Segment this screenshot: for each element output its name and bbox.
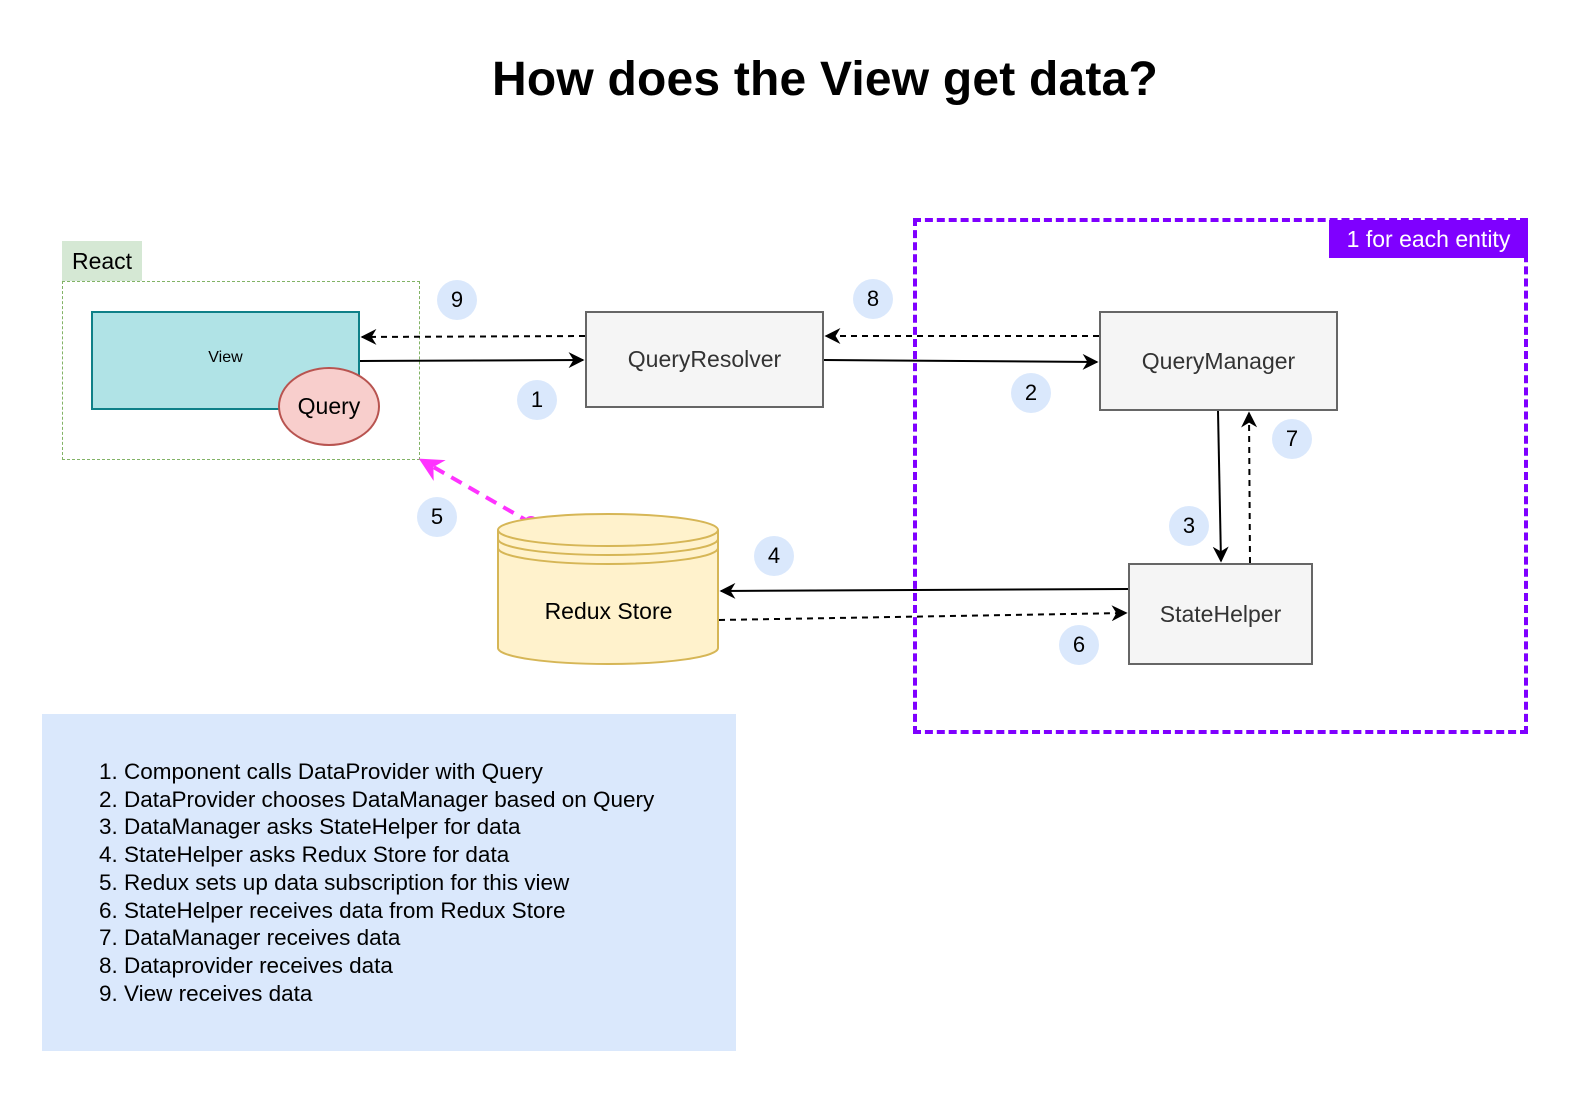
react-group-label: React [62,241,142,281]
step-badge-4: 4 [754,536,794,576]
query-manager-node: QueryManager [1099,311,1338,411]
arrow-step-9 [360,328,586,345]
step-badge-8: 8 [853,279,893,319]
arrow-step-7 [1241,411,1258,564]
step-badge-6: 6 [1059,625,1099,665]
step-badge-1: 1 [517,380,557,420]
steps-list-item: DataManager receives data [124,924,654,952]
arrow-step-2 [823,353,1099,370]
react-group [62,281,420,460]
steps-list-item: StateHelper receives data from Redux Sto… [124,897,654,925]
steps-list-item: DataProvider chooses DataManager based o… [124,786,654,814]
state-helper-node: StateHelper [1128,563,1313,665]
step-badge-7: 7 [1272,419,1312,459]
steps-list-item: Dataprovider receives data [124,952,654,980]
arrow-step-6 [718,605,1128,622]
steps-list-item: Component calls DataProvider with Query [124,758,654,786]
steps-list-item: View receives data [124,980,654,1008]
steps-legend: Component calls DataProvider with Query … [42,714,736,1051]
entity-group-label: 1 for each entity [1329,220,1528,258]
steps-list-item: DataManager asks StateHelper for data [124,813,654,841]
query-resolver-node: QueryResolver [585,311,824,408]
steps-list-item: Redux sets up data subscription for this… [124,869,654,897]
arrow-step-3 [1212,410,1229,563]
step-badge-5: 5 [417,497,457,537]
entity-group [913,218,1528,734]
arrow-step-5 [418,458,532,525]
query-node: Query [278,367,380,446]
step-badge-2: 2 [1011,373,1051,413]
steps-list-item: StateHelper asks Redux Store for data [124,841,654,869]
steps-list: Component calls DataProvider with Query … [42,758,654,1007]
arrow-step-1 [359,352,585,369]
view-node-label: View [208,349,243,366]
step-badge-3: 3 [1169,506,1209,546]
redux-store-label: Redux Store [544,598,673,624]
step-badge-9: 9 [437,280,477,320]
arrow-step-4 [719,582,1129,599]
page-title: How does the View get data? [492,53,1158,106]
